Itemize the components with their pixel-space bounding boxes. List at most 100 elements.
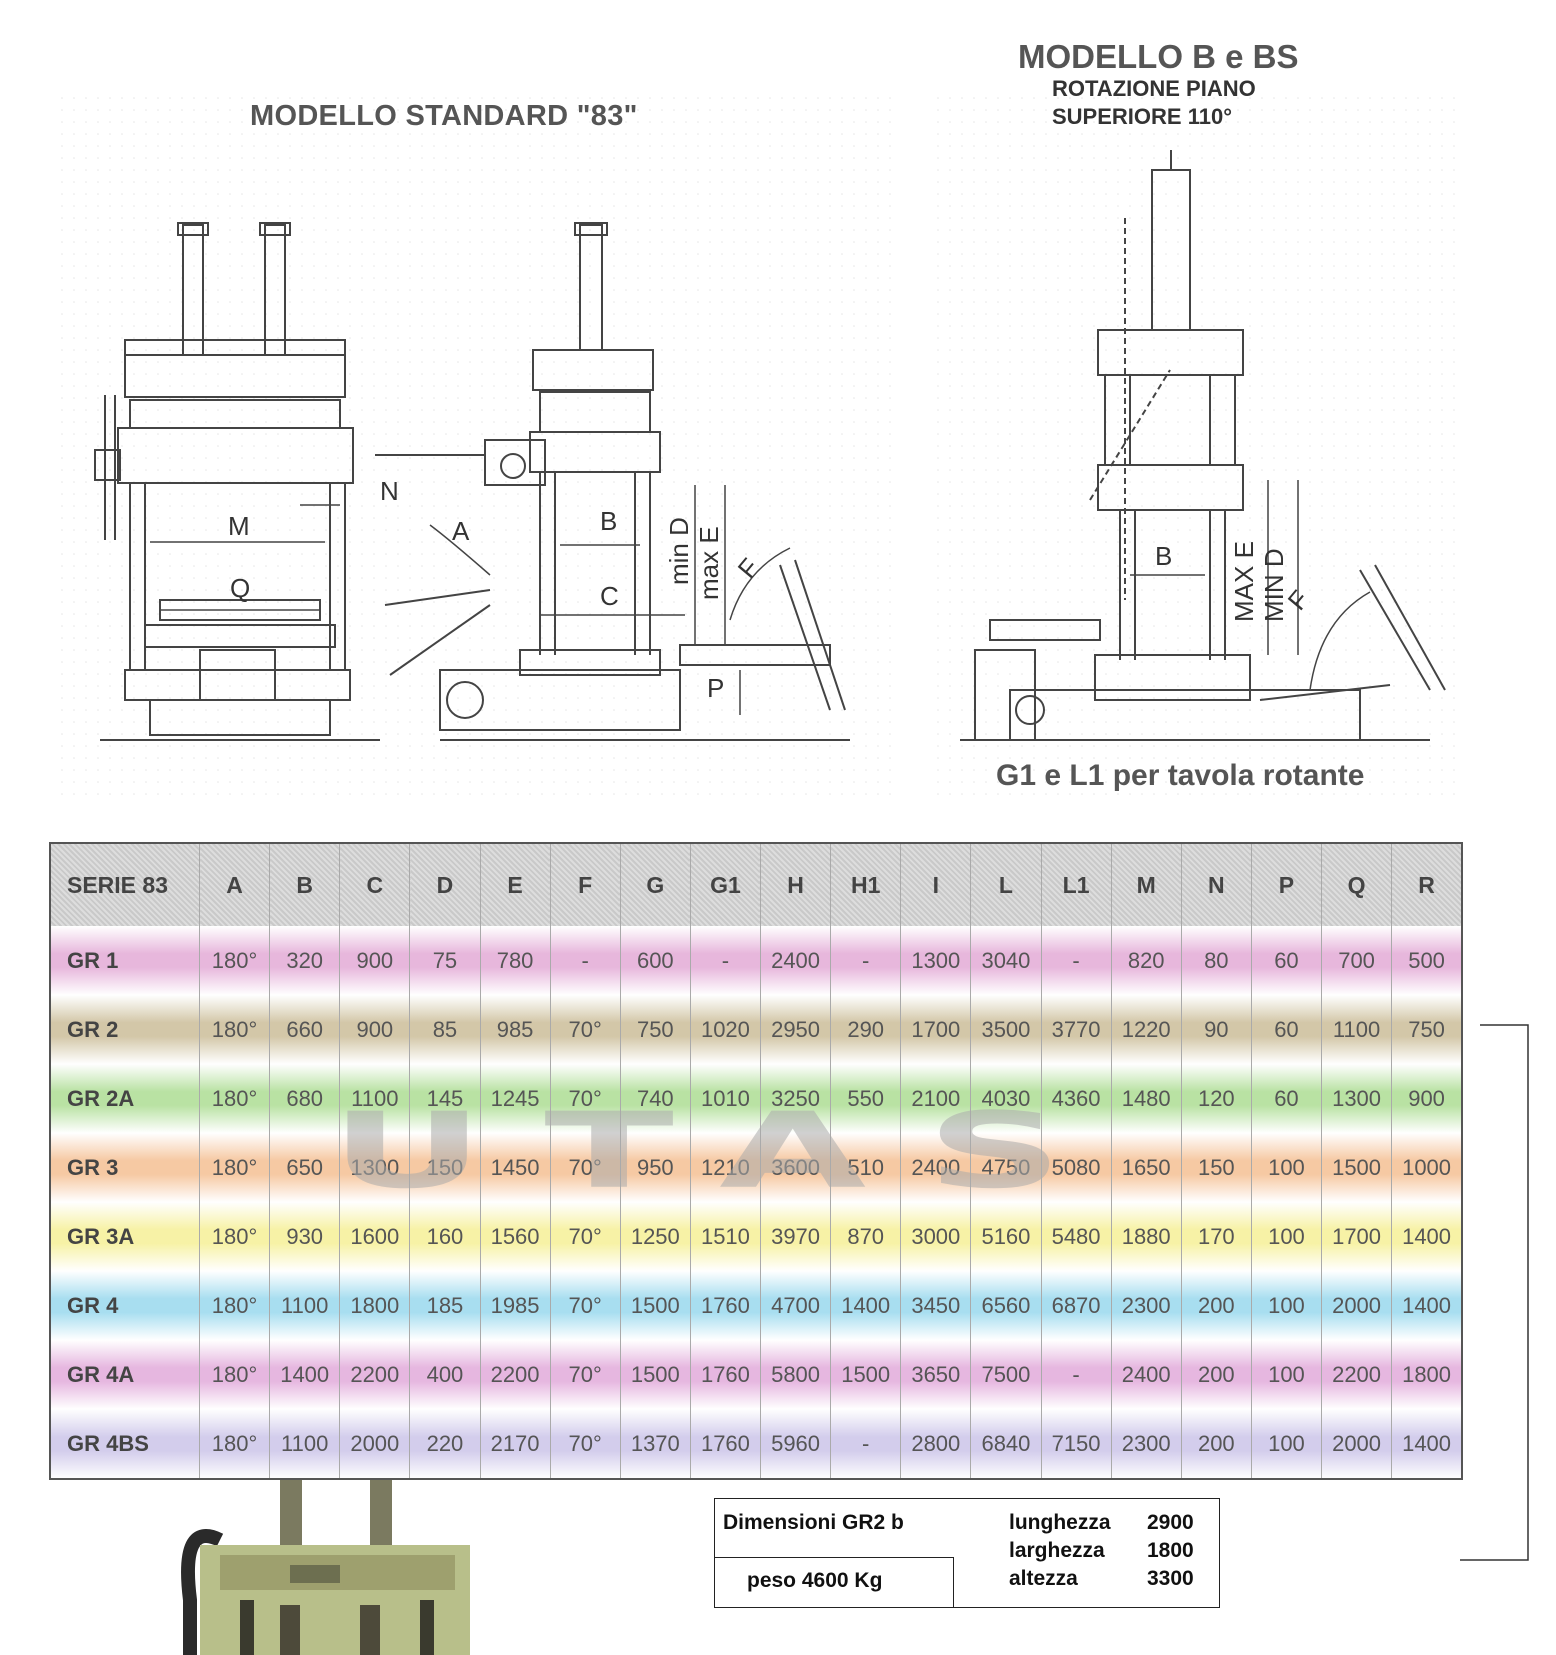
header-col-p: P	[1251, 843, 1323, 926]
table-cell: 70°	[550, 995, 621, 1064]
label-min-d: min D	[664, 517, 694, 585]
table-cell: 185	[409, 1271, 481, 1340]
table-cell: 1370	[620, 1409, 691, 1479]
header-col-h1: H1	[830, 843, 902, 926]
row-label: GR 2A	[50, 1064, 200, 1133]
table-cell: 6870	[1041, 1271, 1112, 1340]
table-cell: -	[1041, 1340, 1112, 1409]
table-cell: 2200	[339, 1340, 411, 1409]
table-cell: 2200	[480, 1340, 551, 1409]
table-cell: 1600	[339, 1202, 411, 1271]
table-cell: 1500	[830, 1340, 902, 1409]
row-label: GR 2	[50, 995, 200, 1064]
table-cell: 1020	[690, 995, 762, 1064]
model-b-title: MODELLO B e BS	[1018, 38, 1299, 75]
table-cell: 900	[1391, 1064, 1463, 1133]
header-col-a: A	[199, 843, 271, 926]
table-cell: 2950	[760, 995, 832, 1064]
header-col-b: B	[269, 843, 341, 926]
table-cell: -	[830, 1409, 902, 1479]
table-cell: 3000	[900, 1202, 972, 1271]
header-col-q: Q	[1321, 843, 1393, 926]
table-cell: 1400	[1391, 1409, 1463, 1479]
table-cell: 6560	[970, 1271, 1042, 1340]
table-cell: 90	[1181, 995, 1252, 1064]
table-cell: 750	[620, 995, 691, 1064]
header-col-r: R	[1391, 843, 1463, 926]
table-cell: 1700	[900, 995, 972, 1064]
table-cell: 3250	[760, 1064, 832, 1133]
table-cell: 2170	[480, 1409, 551, 1479]
model-b-subtitle-line1: ROTAZIONE PIANO	[1052, 76, 1256, 101]
header-col-g1: G1	[690, 843, 762, 926]
table-cell: 510	[830, 1133, 902, 1202]
table-cell: 70°	[550, 1409, 621, 1479]
header-col-c: C	[339, 843, 411, 926]
box-divider-horizontal	[715, 1557, 953, 1558]
table-cell: 1500	[620, 1340, 691, 1409]
connector-line	[1460, 1024, 1529, 1561]
table-cell: 1880	[1111, 1202, 1182, 1271]
table-cell: 1760	[690, 1409, 762, 1479]
table-cell: 7150	[1041, 1409, 1112, 1479]
table-cell: 4700	[760, 1271, 832, 1340]
halftone-background-right	[935, 95, 1455, 795]
table-cell: 290	[830, 995, 902, 1064]
table-cell: 1760	[690, 1271, 762, 1340]
length-value: 2900	[1147, 1511, 1194, 1534]
header-col-e: E	[480, 843, 551, 926]
table-cell: 870	[830, 1202, 902, 1271]
label-p: P	[707, 673, 724, 703]
table-cell: 1250	[620, 1202, 691, 1271]
table-cell: 900	[339, 995, 411, 1064]
label-a: A	[452, 516, 470, 546]
table-cell: 3450	[900, 1271, 972, 1340]
table-cell: 400	[409, 1340, 481, 1409]
label-q: Q	[230, 573, 250, 603]
table-cell: 1700	[1321, 1202, 1393, 1271]
table-cell: 1450	[480, 1133, 551, 1202]
table-cell: 70°	[550, 1202, 621, 1271]
row-label: GR 1	[50, 926, 200, 995]
label-min-d-model-b: MIN D	[1259, 548, 1289, 622]
table-cell: 70°	[550, 1271, 621, 1340]
header-col-m: M	[1111, 843, 1182, 926]
table-cell: 60	[1251, 1064, 1323, 1133]
table-cell: 4030	[970, 1064, 1042, 1133]
table-cell: 180°	[199, 926, 271, 995]
table-cell: 700	[1321, 926, 1393, 995]
table-cell: 1500	[1321, 1133, 1393, 1202]
table-cell: 2300	[1111, 1409, 1182, 1479]
utas-watermark: UTAS	[330, 1090, 1124, 1212]
table-cell: 550	[830, 1064, 902, 1133]
table-cell: 1560	[480, 1202, 551, 1271]
box-divider-vertical	[953, 1557, 954, 1607]
header-serie: SERIE 83	[50, 843, 200, 926]
table-cell: 145	[409, 1064, 481, 1133]
table-cell: 100	[1251, 1340, 1323, 1409]
table-cell: -	[690, 926, 762, 995]
header-col-f: F	[550, 843, 621, 926]
table-cell: 75	[409, 926, 481, 995]
table-cell: 1400	[830, 1271, 902, 1340]
table-cell: 680	[269, 1064, 341, 1133]
table-cell: 1300	[1321, 1064, 1393, 1133]
table-cell: 1500	[620, 1271, 691, 1340]
press-drawings-svg: M Q N A B C min D max E F P B MAX E MIN …	[60, 95, 1455, 795]
table-cell: 1300	[900, 926, 972, 995]
table-cell: 1000	[1391, 1133, 1463, 1202]
table-cell: 1800	[339, 1271, 411, 1340]
table-cell: 180°	[199, 1202, 271, 1271]
table-cell: 7500	[970, 1340, 1042, 1409]
table-cell: 320	[269, 926, 341, 995]
table-cell: 1100	[269, 1409, 341, 1479]
table-cell: 660	[269, 995, 341, 1064]
label-max-e: max E	[694, 526, 724, 600]
table-cell: 2200	[1321, 1340, 1393, 1409]
